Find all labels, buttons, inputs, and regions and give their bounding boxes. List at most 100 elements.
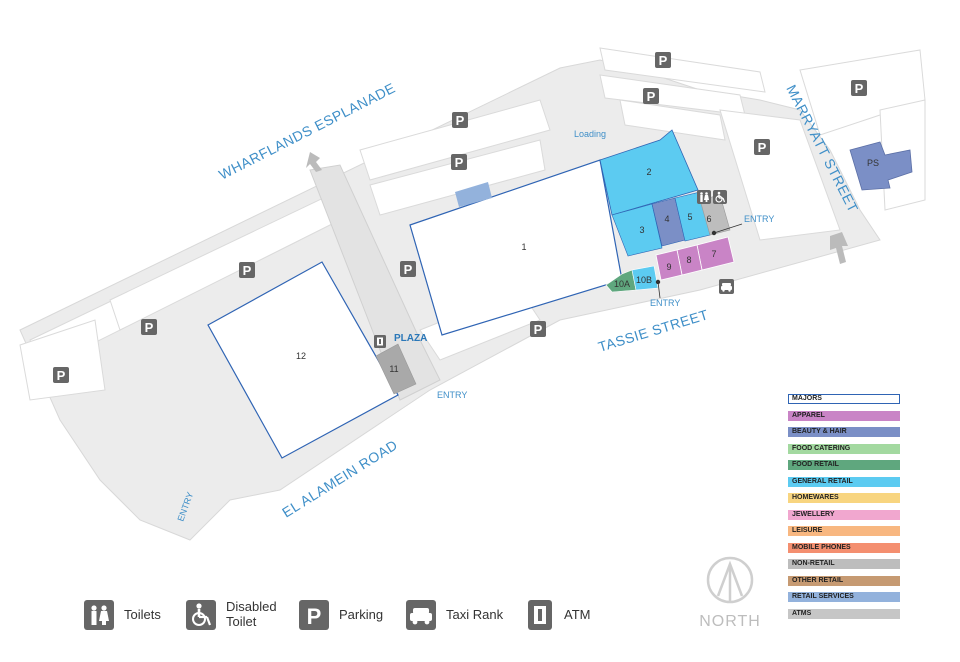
store-3[interactable] [611, 203, 663, 257]
unit-ps-label: PS [867, 158, 879, 168]
store-9[interactable] [655, 249, 683, 281]
key-atm-label: ATM [564, 607, 591, 622]
svg-text:P: P [455, 155, 464, 170]
store-11[interactable] [375, 343, 417, 395]
plaza-walkway [309, 164, 441, 401]
parking-icon: P [754, 139, 770, 155]
key-atm-icon [528, 600, 552, 630]
taxi-rank-icon [719, 279, 734, 294]
legend-label: LEISURE [792, 527, 823, 534]
entry-arrow-marryatt-icon [830, 232, 848, 264]
svg-text:P: P [404, 262, 413, 277]
unit-4-label: 4 [664, 214, 669, 224]
legend-item: LEISURE [788, 526, 900, 536]
legend-item: RETAIL SERVICES [788, 592, 900, 602]
svg-text:P: P [145, 320, 154, 335]
legend-label: HOMEWARES [792, 494, 839, 501]
store-2[interactable] [599, 129, 699, 216]
key-disabled-label-2: Toilet [226, 614, 257, 629]
entry-label-south: ENTRY [650, 298, 680, 308]
svg-text:P: P [243, 263, 252, 278]
store-12[interactable] [207, 261, 399, 459]
legend-label: MAJORS [792, 395, 822, 402]
legend-label: GENERAL RETAIL [792, 477, 853, 485]
legend-item: FOOD CATERING [788, 443, 900, 454]
entry-label-plaza: ENTRY [437, 390, 467, 400]
unit-10a-label: 10A [614, 279, 630, 289]
parking-icon: P [530, 321, 546, 337]
store-10b[interactable] [631, 265, 659, 291]
parking-icon: P [452, 112, 468, 128]
disabled-toilet-icon [713, 190, 727, 204]
key-disabled-label-1: Disabled [226, 599, 277, 614]
facility-key: P Toilets Disabled Toilet Parking Taxi R… [84, 598, 624, 632]
legend-label: FOOD RETAIL [792, 461, 839, 468]
key-disabled-toilet-icon [186, 600, 216, 630]
key-taxi-rank-icon [406, 600, 436, 630]
svg-text:P: P [659, 53, 668, 68]
legend-label: ATMS [792, 609, 812, 617]
svg-text:P: P [57, 368, 66, 383]
legend-item: MAJORS [788, 394, 900, 404]
key-parking-icon: P [299, 600, 329, 630]
unit-1-label: 1 [521, 242, 526, 252]
legend-label: BEAUTY & HAIR [792, 428, 847, 435]
key-toilets-label: Toilets [124, 607, 161, 622]
north-arrow-icon [706, 556, 754, 604]
unit-8-label: 8 [686, 255, 691, 265]
north-label: NORTH [699, 613, 761, 630]
key-taxi-label: Taxi Rank [446, 607, 504, 622]
unit-7-label: 7 [711, 249, 716, 259]
unit-3-label: 3 [639, 225, 644, 235]
legend-item: APPAREL [788, 410, 900, 421]
parking-icon: P [141, 319, 157, 335]
entry-label-east: ENTRY [744, 214, 774, 224]
parking-icon: P [643, 88, 659, 104]
entry-arrow-wharflands-icon [306, 152, 322, 172]
svg-text:P: P [855, 81, 864, 96]
legend-item: MOBILE PHONES [788, 542, 900, 553]
parking-icon: P [239, 262, 255, 278]
entry-markers [655, 223, 743, 299]
unit-9-label: 9 [666, 262, 671, 272]
parking-badges: P P P P P P P P P P P [53, 52, 867, 383]
plaza-label: PLAZA [394, 333, 427, 344]
unit-6-label: 6 [706, 214, 711, 224]
parking-lots [19, 47, 926, 401]
toilets-icon [697, 190, 711, 204]
unit-2-label: 2 [646, 167, 651, 177]
legend-item: JEWELLERY [788, 509, 900, 520]
svg-text:P: P [758, 140, 767, 155]
svg-text:P: P [647, 89, 656, 104]
key-icons: P [84, 600, 552, 630]
legend-item: FOOD RETAIL [788, 460, 900, 470]
legend-item: BEAUTY & HAIR [788, 427, 900, 437]
svg-text:P: P [456, 113, 465, 128]
parking-icon: P [451, 154, 467, 170]
unit-10b-label: 10B [636, 275, 652, 285]
unit-12-label: 12 [296, 351, 306, 361]
key-toilets-icon [84, 600, 114, 630]
unit-11-label: 11 [389, 364, 398, 374]
retail-services-strip [455, 182, 492, 207]
legend-item: NON-RETAIL [788, 559, 900, 569]
legend-item: GENERAL RETAIL [788, 476, 900, 487]
store-ps[interactable] [849, 141, 913, 191]
legend-item: ATMS [788, 608, 900, 619]
legend-label: MOBILE PHONES [792, 543, 851, 551]
legend-label: RETAIL SERVICES [792, 593, 854, 600]
legend-item: HOMEWARES [788, 493, 900, 503]
parking-icon: P [400, 261, 416, 277]
loading-label: Loading [574, 129, 606, 139]
key-parking-label: Parking [339, 607, 384, 622]
parking-icon: P [53, 367, 69, 383]
legend-label: APPAREL [792, 411, 825, 419]
legend-item: OTHER RETAIL [788, 575, 900, 586]
legend-label: JEWELLERY [792, 510, 835, 518]
legend-label: NON-RETAIL [792, 560, 835, 567]
legend-label: OTHER RETAIL [792, 576, 844, 584]
atm-icon [374, 335, 386, 348]
street-tassie: TASSIE STREET [596, 306, 710, 355]
